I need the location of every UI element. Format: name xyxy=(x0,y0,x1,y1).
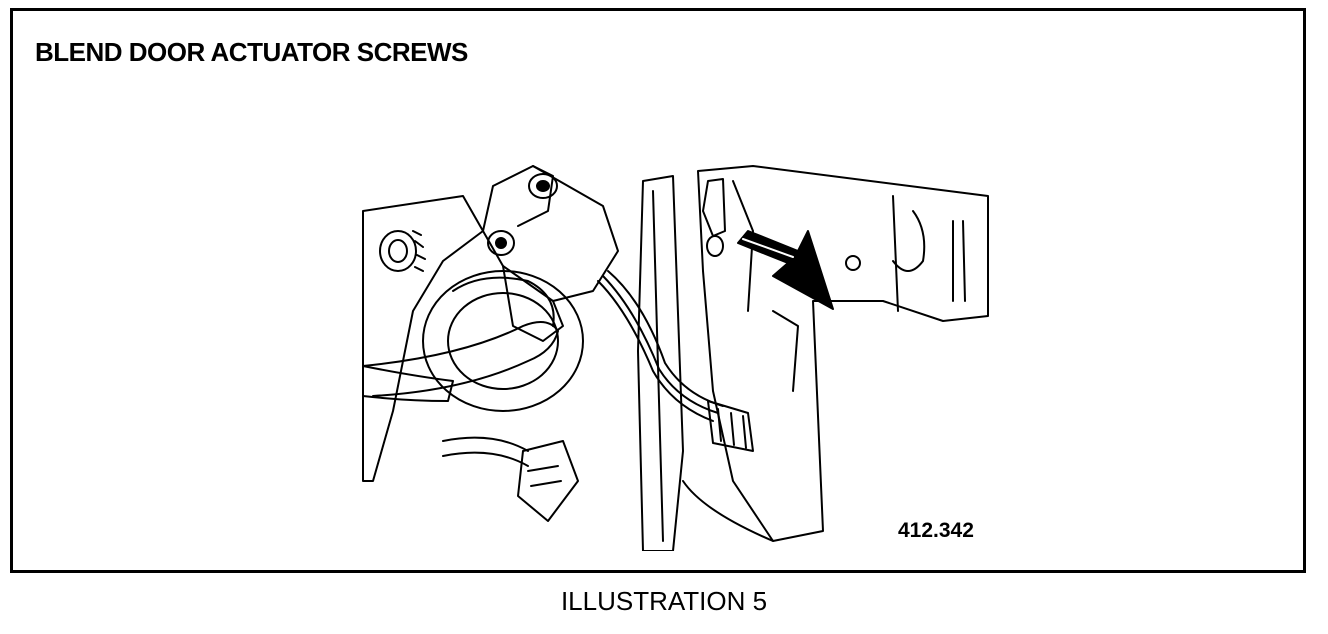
actuator-screw-boss-upper xyxy=(529,174,557,198)
actuator-body xyxy=(483,166,618,301)
electrical-connector xyxy=(708,401,753,451)
lower-fitting xyxy=(518,441,578,521)
actuator-line-drawing xyxy=(353,151,993,551)
figure-title: BLEND DOOR ACTUATOR SCREWS xyxy=(35,37,468,67)
vertical-bracket xyxy=(638,176,683,551)
figure-number: 412.342 xyxy=(898,519,974,542)
duct-hose xyxy=(363,322,558,396)
blend-door-screw xyxy=(703,179,725,236)
figure-caption: ILLUSTRATION 5 xyxy=(560,586,768,616)
illustration-frame: BLEND DOOR ACTUATOR SCREWS xyxy=(10,8,1306,573)
left-mount-boss xyxy=(380,231,416,271)
right-housing xyxy=(698,166,988,541)
wire-harness xyxy=(598,281,713,421)
left-housing-panel xyxy=(363,196,483,481)
actuator-screw-boss-lower xyxy=(488,231,514,255)
blend-door-drum xyxy=(423,271,583,411)
pointer-arrow xyxy=(738,231,833,309)
